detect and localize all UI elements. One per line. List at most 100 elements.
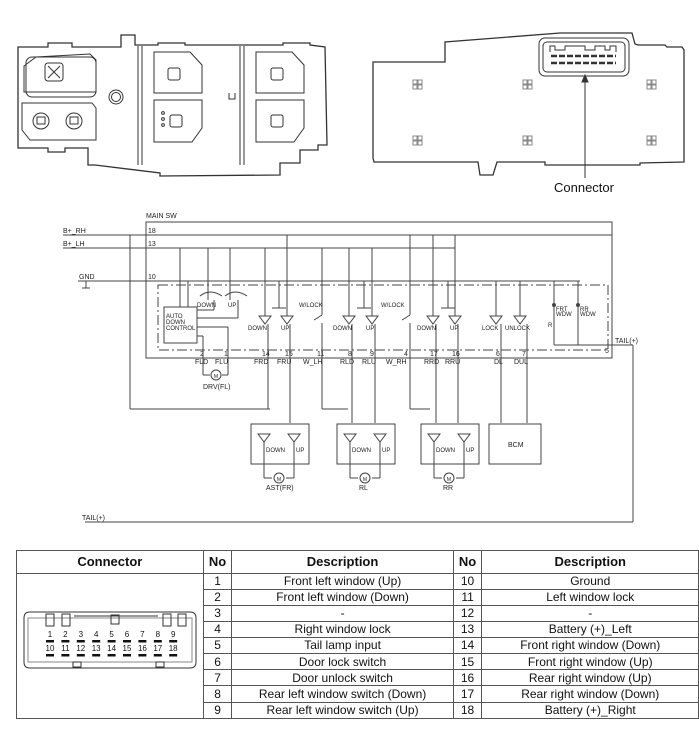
connector-pin-number: 2 — [63, 630, 68, 639]
pin-description: Rear left window switch (Up) — [231, 701, 454, 719]
pin-no-2: 17 — [452, 685, 483, 703]
connector-pin-number: 14 — [107, 644, 116, 653]
pin-description-2: Battery (+)_Right — [481, 701, 699, 719]
connector-pin-number: 8 — [155, 630, 160, 639]
input-label-b-lh: B+_LH — [63, 241, 85, 248]
connector-pin-terminal — [153, 654, 162, 657]
wlock-lh-label: W/LOCK — [299, 303, 323, 309]
pin-num-4: 4 — [404, 351, 408, 358]
pin-name-fru: FRU — [277, 359, 291, 366]
pin-no: 7 — [202, 669, 233, 687]
pin-description: Front left window (Down) — [231, 589, 454, 607]
connector-pin-number: 6 — [125, 630, 130, 639]
pin-no: 8 — [202, 685, 233, 703]
pin-description-2: Front right window (Up) — [481, 653, 699, 671]
connector-pin-number: 10 — [45, 644, 54, 653]
pin-no-2: 10 — [452, 572, 483, 591]
pin-name-rlu: RLU — [362, 359, 376, 366]
drv-down-label: DOWN — [197, 303, 216, 309]
pin-description: - — [231, 605, 454, 623]
pin-description-2: - — [481, 605, 699, 623]
pin-num-17: 17 — [430, 351, 438, 358]
connector-pin-number: 12 — [76, 644, 85, 653]
connector-pin-number: 3 — [78, 630, 83, 639]
pin-num-16: 16 — [452, 351, 460, 358]
connector-pin-terminal — [138, 640, 147, 643]
pin-description-2: Left window lock — [481, 589, 699, 607]
pin-description-2: Front right window (Down) — [481, 637, 699, 655]
motor-symbol-drv: M — [214, 374, 218, 380]
table-header-row: Connector No Description No Description — [16, 550, 699, 574]
connector-pin-terminal — [92, 654, 101, 657]
pin-label-10: 10 — [148, 274, 156, 281]
pin-no-2: 13 — [452, 621, 483, 639]
pin-description: Front left window (Up) — [231, 572, 454, 591]
fr-down-label: DOWN — [248, 326, 267, 332]
fr-up-label: UP — [281, 326, 289, 332]
pin-no: 1 — [202, 572, 233, 591]
connector-pin-terminal — [61, 654, 70, 657]
connector-pin-terminal — [61, 640, 70, 643]
pin-no-2: 12 — [452, 605, 483, 623]
diagram-figure: Connector — [17, 32, 685, 523]
motor-label-rl: RL — [359, 485, 368, 492]
connector-pin-number: 15 — [122, 644, 131, 653]
pin-no: 4 — [202, 621, 233, 639]
pin-num-1: 1 — [224, 351, 228, 358]
pin-name-rrd: RRD — [424, 359, 439, 366]
motor-label-drv: DRV(FL) — [203, 384, 230, 391]
input-label-b-rh: B+_RH — [63, 228, 86, 235]
pin-description: Right window lock — [231, 621, 454, 639]
pin-name-frd: FRD — [254, 359, 268, 366]
connector-pin-number: 11 — [61, 644, 70, 653]
header-description-2: Description — [481, 550, 699, 574]
motor-symbol-rl: M — [363, 477, 367, 483]
switch-assembly-top-view — [17, 34, 328, 177]
connector-pin-terminal — [45, 640, 54, 643]
frt-wdw-label-2: WDW — [556, 312, 572, 318]
pin-num-5: 5 — [605, 348, 609, 355]
switch-assembly-rear-view — [372, 32, 685, 178]
r-label: R — [548, 323, 553, 329]
wlock-rh-label: W/LOCK — [381, 303, 405, 309]
input-label-gnd: GND — [79, 274, 95, 281]
pin-no-2: 14 — [452, 637, 483, 655]
rl-up-label: UP — [366, 326, 374, 332]
pin-no: 6 — [202, 653, 233, 671]
connector-pin-number: 9 — [171, 630, 176, 639]
pin-no-2: 15 — [452, 653, 483, 671]
pin-name-w-rh: W_RH — [386, 359, 407, 366]
header-connector: Connector — [16, 550, 204, 574]
connector-pin-terminal — [122, 640, 131, 643]
pin-no-2: 18 — [452, 701, 483, 719]
pin-num-9: 9 — [370, 351, 374, 358]
connector-pin-terminal — [169, 654, 178, 657]
pin-num-11: 11 — [317, 351, 324, 358]
pin-num-6: 6 — [496, 351, 500, 358]
connector-pin-number: 1 — [48, 630, 53, 639]
pin-name-dul: DUL — [514, 359, 528, 366]
connector-pin-terminal — [153, 640, 162, 643]
auto-down-line2: DOWN — [166, 320, 185, 326]
pin-name-dl: DL — [494, 359, 503, 366]
pin-num-7: 7 — [522, 351, 526, 358]
connector-pin-terminal — [169, 640, 178, 643]
pin-description-2: Rear right window (Up) — [481, 669, 699, 687]
connector-pin-terminal — [92, 640, 101, 643]
motor-label-ast: AST(FR) — [266, 485, 294, 492]
tail-label: TAIL(+) — [615, 338, 638, 345]
pin-name-flu: FLU — [215, 359, 228, 366]
rr-wdw-label-2: WDW — [580, 312, 596, 318]
connector-pin-table: Connector No Description No Description … — [16, 550, 699, 719]
connector-pin-number: 13 — [92, 644, 101, 653]
auto-down-line1: AUTO — [166, 314, 183, 320]
pin-description: Rear left window switch (Down) — [231, 685, 454, 703]
connector-callout-label: Connector — [554, 180, 615, 195]
connector-pin-terminal — [107, 640, 116, 643]
connector-pin-terminal — [122, 654, 131, 657]
pin-name-fld: FLD — [195, 359, 208, 366]
connector-pin-terminal — [45, 654, 54, 657]
connector-pin-terminal — [138, 654, 147, 657]
